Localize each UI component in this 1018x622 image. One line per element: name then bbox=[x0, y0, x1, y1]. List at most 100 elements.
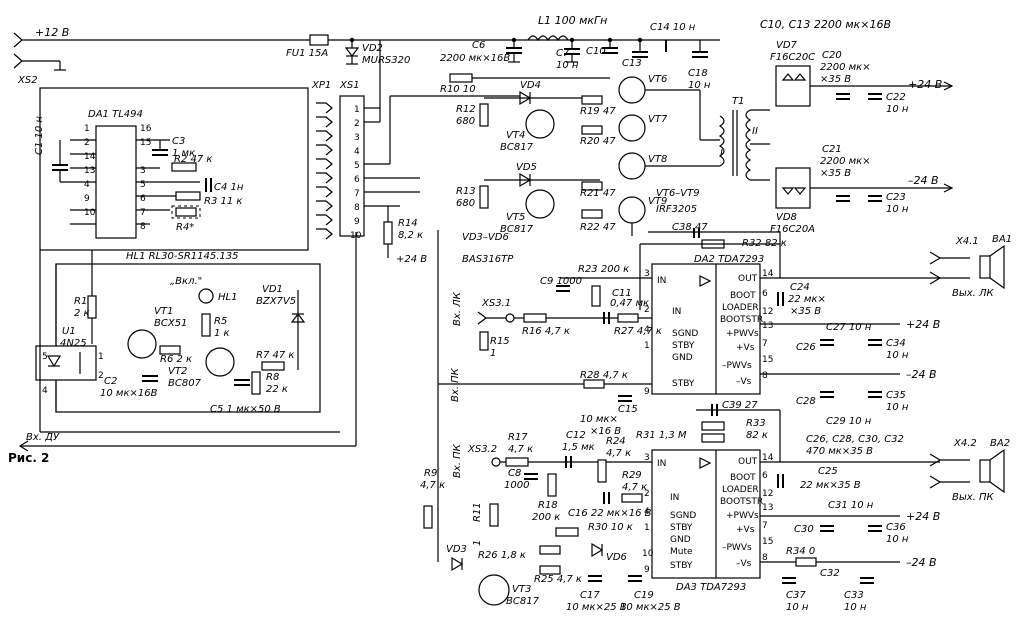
xs1-pin9: 9 bbox=[354, 217, 360, 227]
c16-label: C16 22 мк×16 В bbox=[568, 508, 652, 519]
da2-pin9: 9 bbox=[644, 387, 650, 397]
da2-pin1: 1 bbox=[644, 341, 650, 351]
pwm-controller-section: DA1 TL494 1 2 14 13 4 9 10 16 15 3 5 6 7… bbox=[34, 40, 520, 265]
r2-label: R2 47 к bbox=[174, 154, 212, 165]
amp2-section: DA3 TDA7293 IN IN SGND STBY GND Mute STB… bbox=[420, 230, 1010, 613]
c13-label: C13 bbox=[622, 58, 642, 69]
c38-label: C38 47 bbox=[672, 222, 708, 233]
c18-label: C18 bbox=[688, 68, 708, 79]
da2-vs: +Vs bbox=[736, 343, 755, 353]
c19-value: 10 мк×25 В bbox=[620, 602, 681, 613]
r29-resistor bbox=[621, 493, 643, 503]
ba2-label: BA2 bbox=[990, 438, 1010, 449]
da3-loader: LOADER bbox=[722, 485, 759, 495]
r9-resistor bbox=[423, 505, 433, 529]
da2-label: DA2 TDA7293 bbox=[694, 254, 764, 265]
vd36-label: VD3–VD6 bbox=[462, 232, 509, 243]
da3-bootstr: BOOTSTR bbox=[720, 497, 763, 507]
r10-label: R10 10 bbox=[440, 84, 476, 95]
da3-in-minus: IN bbox=[670, 493, 679, 503]
xs1-pin6: 6 bbox=[354, 175, 360, 185]
da1-pin9: 9 bbox=[84, 194, 90, 204]
r8-value: 22 к bbox=[266, 384, 288, 395]
vyxpk-label: Вых. ПК bbox=[952, 492, 995, 503]
r6-label: R6 2 к bbox=[160, 354, 192, 365]
da2-boot: BOOT bbox=[730, 291, 756, 301]
r2-resistor bbox=[171, 162, 197, 172]
vt2-label: VT2 bbox=[168, 366, 187, 377]
control-section: R1 2 к U1 4N25 5 1 2 4 VT1 BCX51 „Вкл." … bbox=[18, 232, 357, 452]
c37-value: 10 н bbox=[786, 602, 809, 613]
r24-resistor bbox=[597, 459, 607, 483]
da3-mpwvs: –PWVs bbox=[722, 543, 752, 553]
da2-mvs: –Vs bbox=[736, 377, 752, 387]
da2-pin6: 6 bbox=[762, 289, 768, 299]
t1-label: T1 bbox=[732, 96, 744, 107]
vt8-mosfet bbox=[618, 152, 646, 180]
c18-value: 10 н bbox=[688, 80, 711, 91]
da3-out: OUT bbox=[738, 457, 758, 467]
r14-value: 8,2 к bbox=[398, 230, 423, 241]
r33-label: R33 bbox=[746, 418, 766, 429]
vk-label: „Вкл." bbox=[170, 276, 202, 287]
c25-label: C25 bbox=[818, 466, 838, 477]
da1-pin2: 2 bbox=[84, 138, 90, 148]
da1-pin13: 13 bbox=[84, 166, 95, 176]
da2-pin15: 15 bbox=[762, 355, 773, 365]
c25-value: 22 мк×35 В bbox=[800, 480, 861, 491]
vt7-mosfet bbox=[618, 114, 646, 142]
r24-label: R24 bbox=[606, 436, 626, 447]
r5-value: 1 к bbox=[214, 328, 230, 339]
vd6-label: VD6 bbox=[606, 552, 627, 563]
da3-pin7: 7 bbox=[762, 521, 768, 531]
da1-pin5: 5 bbox=[140, 180, 146, 190]
r26-resistor bbox=[539, 545, 561, 555]
vt5-transistor bbox=[525, 189, 555, 219]
da3-vs: +Vs bbox=[736, 525, 755, 535]
da1-pin10: 10 bbox=[84, 208, 96, 218]
r18-label: R18 bbox=[538, 500, 558, 511]
da3-pin13: 13 bbox=[762, 503, 773, 513]
r21-resistor bbox=[581, 181, 603, 191]
xs1-pin4: 4 bbox=[354, 147, 360, 157]
vt9-mosfet bbox=[618, 196, 646, 224]
vt2-transistor bbox=[205, 347, 235, 377]
c20-label: C20 bbox=[822, 50, 842, 61]
r11-label: R11 bbox=[472, 502, 483, 522]
da2-pin2: 2 bbox=[644, 305, 650, 315]
c22-label: C22 bbox=[886, 92, 906, 103]
u1-optocoupler bbox=[35, 345, 97, 381]
da3-boot: BOOT bbox=[730, 473, 756, 483]
c33-value: 10 н bbox=[844, 602, 867, 613]
r5-label: R5 bbox=[214, 316, 227, 327]
u1-pin5: 5 bbox=[42, 352, 48, 362]
da2-in-minus: IN bbox=[672, 307, 681, 317]
c21-label: C21 bbox=[822, 144, 842, 155]
da3-stby: STBY bbox=[670, 523, 693, 533]
da3-pin15: 15 bbox=[762, 537, 773, 547]
r34-label: R34 0 bbox=[786, 546, 815, 557]
c6-label: C6 bbox=[472, 40, 485, 51]
da3-stby2: STBY bbox=[670, 561, 693, 571]
r13-label: R13 bbox=[456, 186, 476, 197]
r16-label: R16 4,7 к bbox=[522, 326, 570, 337]
da3-chip bbox=[651, 449, 761, 579]
r7-resistor bbox=[261, 361, 285, 371]
vt1-transistor bbox=[127, 329, 157, 359]
r25-resistor bbox=[539, 565, 561, 575]
c19-label: C19 bbox=[634, 590, 654, 601]
u1-type: 4N25 bbox=[60, 338, 87, 349]
r29-value: 4,7 к bbox=[622, 482, 647, 493]
r24-value: 4,7 к bbox=[606, 448, 631, 459]
amp1-p24: +24 В bbox=[906, 318, 940, 331]
c2-label: C2 bbox=[104, 376, 117, 387]
xs1-pin8: 8 bbox=[354, 203, 360, 213]
r18-resistor bbox=[547, 473, 557, 497]
vxpk-label: Вх. ПК bbox=[452, 443, 463, 478]
r25-label: R25 4,7 к bbox=[534, 574, 582, 585]
da2-pin4: 4 bbox=[644, 325, 650, 335]
r14-label: R14 bbox=[398, 218, 418, 229]
r33-resistor bbox=[701, 421, 725, 431]
vd7-type: F16C20C bbox=[770, 52, 815, 63]
da3-pin3: 3 bbox=[644, 453, 650, 463]
